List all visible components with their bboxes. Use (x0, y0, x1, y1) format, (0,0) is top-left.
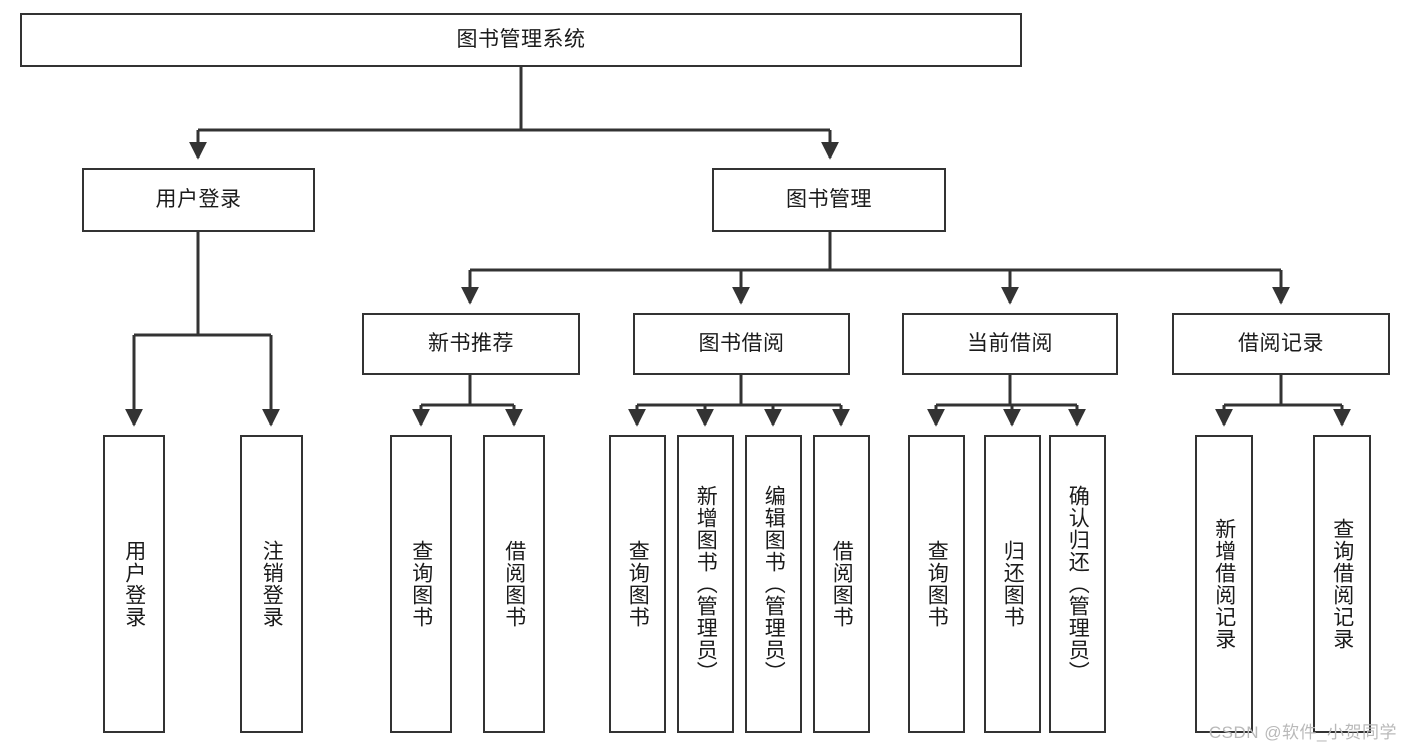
node-current-borrow-label: 当前借阅 (967, 331, 1053, 355)
node-leaf-return-book[interactable]: 归还图书 (984, 435, 1041, 733)
node-new-book-rec[interactable]: 新书推荐 (362, 313, 580, 375)
node-leaf-logout-login[interactable]: 注销登录 (240, 435, 303, 733)
node-leaf-confirm-return-label: 确认归还（管理员） (1066, 485, 1090, 683)
node-leaf-logout-login-label: 注销登录 (260, 540, 284, 628)
node-leaf-add-record[interactable]: 新增借阅记录 (1195, 435, 1253, 733)
node-leaf-borrow-book-1[interactable]: 借阅图书 (483, 435, 545, 733)
node-current-borrow[interactable]: 当前借阅 (902, 313, 1118, 375)
node-leaf-user-login[interactable]: 用户登录 (103, 435, 165, 733)
node-leaf-user-login-label: 用户登录 (122, 540, 146, 628)
node-leaf-query-record-label: 查询借阅记录 (1330, 518, 1354, 650)
node-leaf-add-book-label: 新增图书（管理员） (694, 485, 718, 683)
node-leaf-query-book-2-label: 查询图书 (626, 540, 650, 628)
node-user-login[interactable]: 用户登录 (82, 168, 315, 232)
node-leaf-add-record-label: 新增借阅记录 (1212, 518, 1236, 650)
node-borrow-record-label: 借阅记录 (1238, 331, 1324, 355)
node-user-login-label: 用户登录 (155, 187, 242, 211)
node-leaf-edit-book[interactable]: 编辑图书（管理员） (745, 435, 802, 733)
watermark: CSDN @软件_小贺同学 (1208, 723, 1397, 742)
node-book-manage-label: 图书管理 (786, 187, 872, 211)
node-leaf-query-book-1[interactable]: 查询图书 (390, 435, 452, 733)
node-leaf-query-record[interactable]: 查询借阅记录 (1313, 435, 1371, 733)
node-leaf-confirm-return[interactable]: 确认归还（管理员） (1049, 435, 1106, 733)
node-new-book-rec-label: 新书推荐 (428, 331, 514, 355)
node-leaf-query-book-1-label: 查询图书 (409, 540, 433, 628)
node-book-manage[interactable]: 图书管理 (712, 168, 946, 232)
node-root-label: 图书管理系统 (456, 27, 586, 51)
node-leaf-return-book-label: 归还图书 (1001, 540, 1025, 628)
node-leaf-borrow-book-2-label: 借阅图书 (830, 540, 854, 628)
node-borrow-record[interactable]: 借阅记录 (1172, 313, 1390, 375)
node-leaf-edit-book-label: 编辑图书（管理员） (762, 485, 786, 683)
node-book-borrow-label: 图书借阅 (698, 331, 785, 355)
node-root[interactable]: 图书管理系统 (20, 13, 1022, 67)
node-leaf-query-book-2[interactable]: 查询图书 (609, 435, 666, 733)
node-leaf-query-book-3-label: 查询图书 (925, 540, 949, 628)
node-leaf-borrow-book-2[interactable]: 借阅图书 (813, 435, 870, 733)
node-leaf-add-book[interactable]: 新增图书（管理员） (677, 435, 734, 733)
node-leaf-query-book-3[interactable]: 查询图书 (908, 435, 965, 733)
node-book-borrow[interactable]: 图书借阅 (633, 313, 850, 375)
node-leaf-borrow-book-1-label: 借阅图书 (502, 540, 526, 628)
